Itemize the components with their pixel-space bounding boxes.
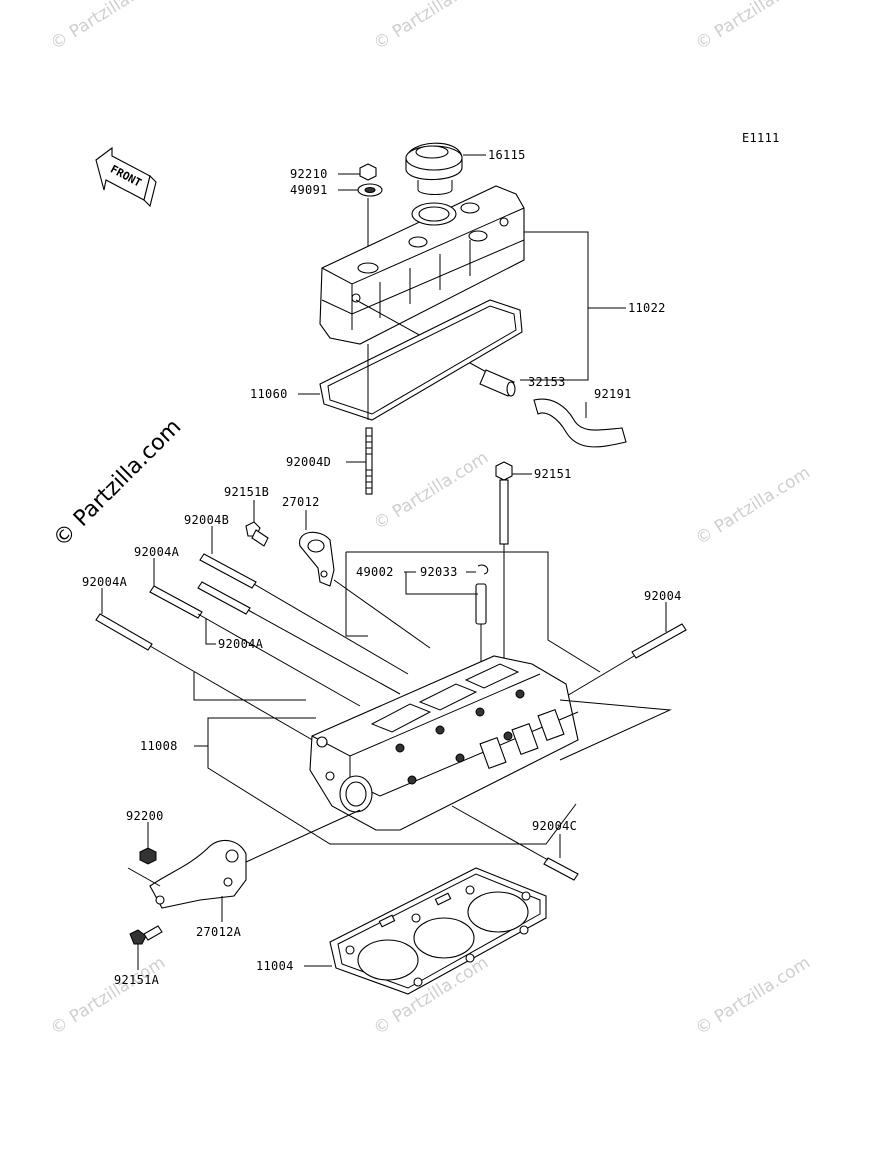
- hose-92191: [533, 398, 627, 448]
- bolt-92151: [495, 461, 513, 545]
- nut-92210: [359, 163, 377, 181]
- bracket-27012A: [149, 839, 247, 909]
- part-label-92151B: 92151B: [224, 485, 269, 499]
- stud-92004A-1: [149, 585, 203, 619]
- valve-guide-49002: [475, 583, 487, 625]
- part-label-92191: 92191: [594, 387, 632, 401]
- part-label-92004: 92004: [644, 589, 682, 603]
- part-label-92004C: 92004C: [532, 819, 577, 833]
- watermark: © Partzilla.com: [370, 0, 492, 54]
- front-arrow-icon: FRONT: [95, 146, 157, 208]
- clip-92033: [477, 564, 489, 575]
- part-label-92151: 92151: [534, 467, 572, 481]
- part-label-11004: 11004: [256, 959, 294, 973]
- stud-92004A-3: [95, 613, 153, 651]
- stud-92004D: [365, 427, 373, 495]
- part-label-11022: 11022: [628, 301, 666, 315]
- watermark: © Partzilla.com: [692, 0, 814, 54]
- part-label-92200: 92200: [126, 809, 164, 823]
- cylinder-head: [309, 655, 579, 831]
- head-gasket: [329, 867, 547, 995]
- watermark: © Partzilla.com: [47, 953, 169, 1039]
- bolt-92151A: [129, 925, 163, 945]
- watermark: © Partzilla.com: [692, 463, 814, 549]
- part-label-92033: 92033: [420, 565, 458, 579]
- stud-92004C: [543, 857, 579, 881]
- nut-92200: [139, 847, 157, 865]
- watermark: © Partzilla.com: [370, 448, 492, 534]
- part-label-49091: 49091: [290, 183, 328, 197]
- part-label-92004A-2: 92004A: [218, 637, 264, 651]
- watermark: © Partzilla.com: [692, 953, 814, 1039]
- oil-filler-cap: [405, 142, 463, 195]
- part-label-49002: 49002: [356, 565, 394, 579]
- part-label-92004A-1: 92004A: [134, 545, 180, 559]
- valve-cover: [319, 185, 525, 345]
- diagram-code: E1111: [742, 131, 780, 145]
- part-label-92004A-3: 92004A: [82, 575, 128, 589]
- stud-92004B: [199, 553, 257, 589]
- watermark-main: © Partzilla.com: [49, 415, 187, 553]
- bracket-27012: [299, 531, 335, 587]
- part-label-92004D: 92004D: [286, 455, 331, 469]
- valve-cover-gasket: [319, 299, 523, 421]
- part-label-32153: 32153: [528, 375, 566, 389]
- washer-49091: [357, 183, 383, 197]
- watermark: © Partzilla.com: [47, 0, 169, 54]
- part-label-92004B: 92004B: [184, 513, 229, 527]
- part-label-27012: 27012: [282, 495, 320, 509]
- part-label-11008: 11008: [140, 739, 178, 753]
- stud-92004A-2: [197, 581, 251, 615]
- pipe-32153: [479, 369, 516, 397]
- bolt-92151B: [245, 521, 269, 547]
- part-label-27012A: 27012A: [196, 925, 242, 939]
- part-label-16115: 16115: [488, 148, 526, 162]
- stud-92004: [631, 623, 687, 659]
- part-label-92210: 92210: [290, 167, 328, 181]
- part-label-11060: 11060: [250, 387, 288, 401]
- part-label-92151A: 92151A: [114, 973, 160, 987]
